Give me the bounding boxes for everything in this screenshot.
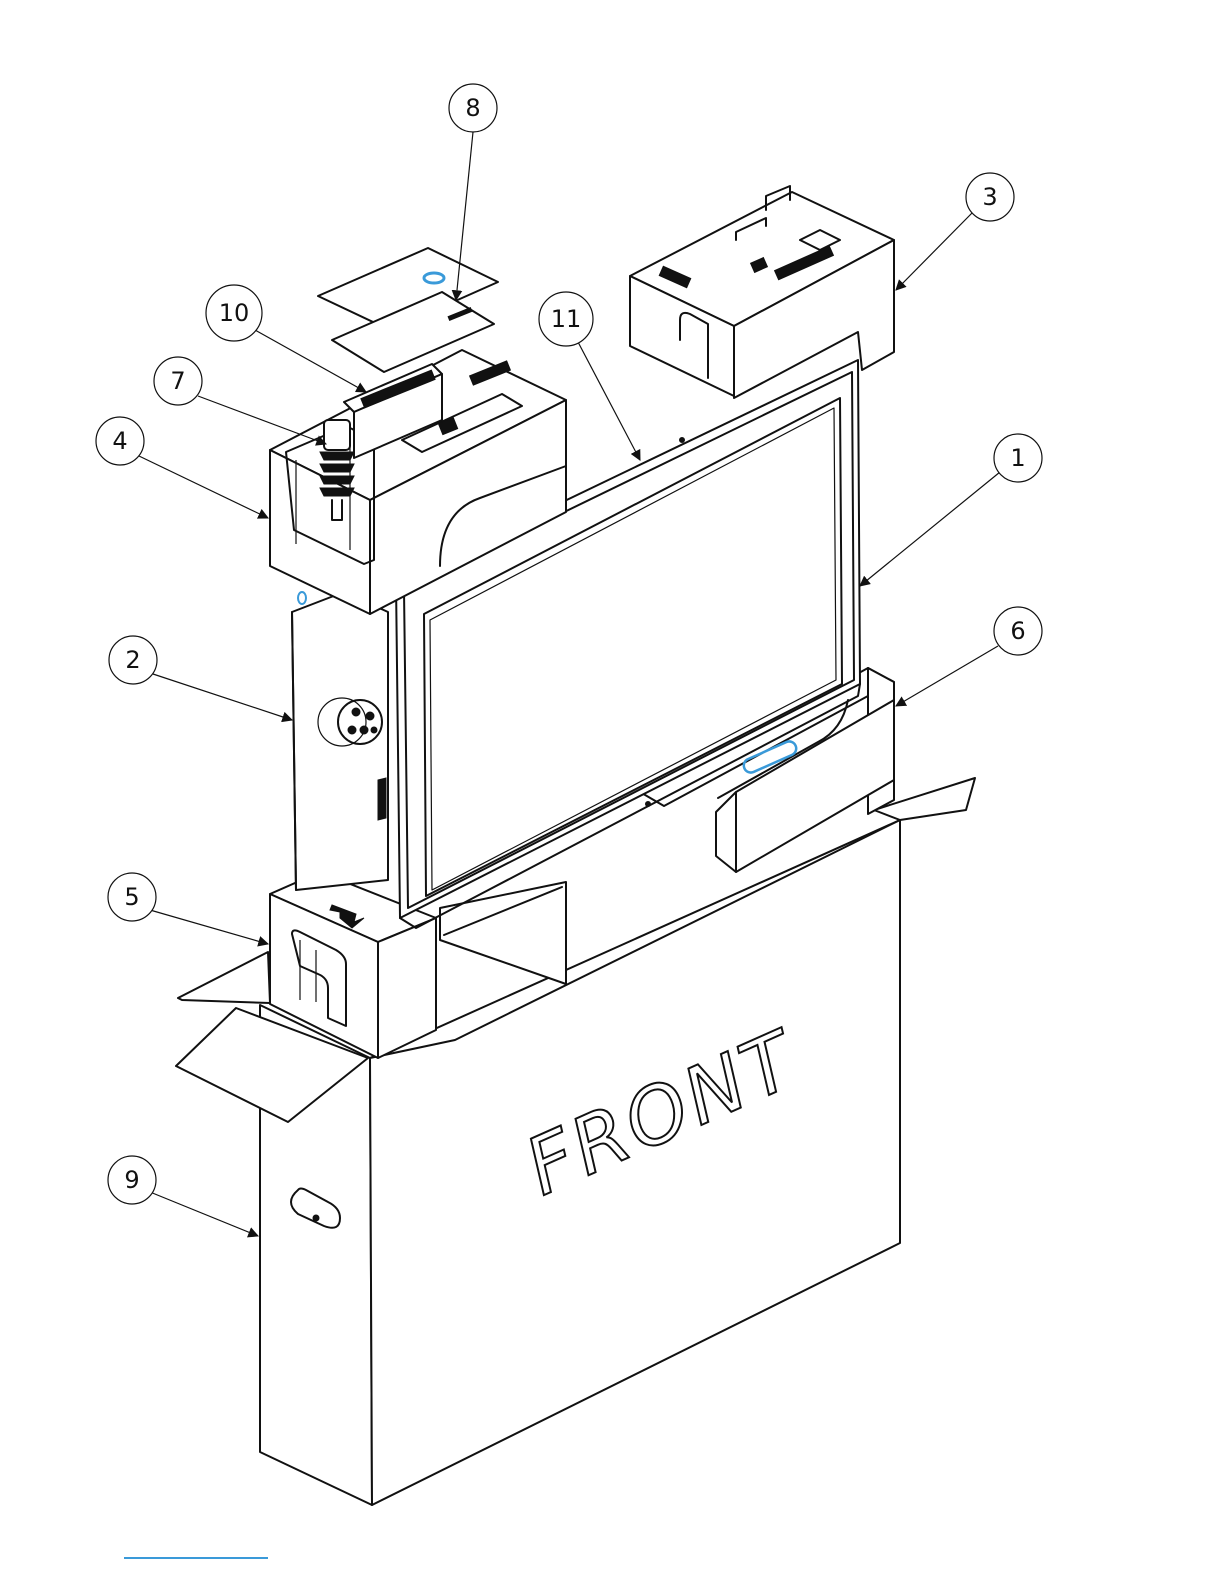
callout-7-label: 7: [170, 367, 185, 395]
callout-2-label: 2: [125, 646, 140, 674]
callout-11-label: 11: [551, 305, 582, 333]
callout-4-label: 4: [112, 427, 127, 455]
callout-10-label: 10: [219, 299, 250, 327]
callout-6-label: 6: [1010, 617, 1025, 645]
highlight-ring: [298, 592, 306, 604]
side-panel: [292, 592, 388, 890]
carton-flap-back-left: [178, 952, 270, 1003]
callout-9-label: 9: [124, 1166, 139, 1194]
callout-8-label: 8: [465, 94, 480, 122]
callout-3-label: 3: [982, 183, 997, 211]
callout-5-label: 5: [124, 883, 139, 911]
callout-1-label: 1: [1010, 444, 1025, 472]
